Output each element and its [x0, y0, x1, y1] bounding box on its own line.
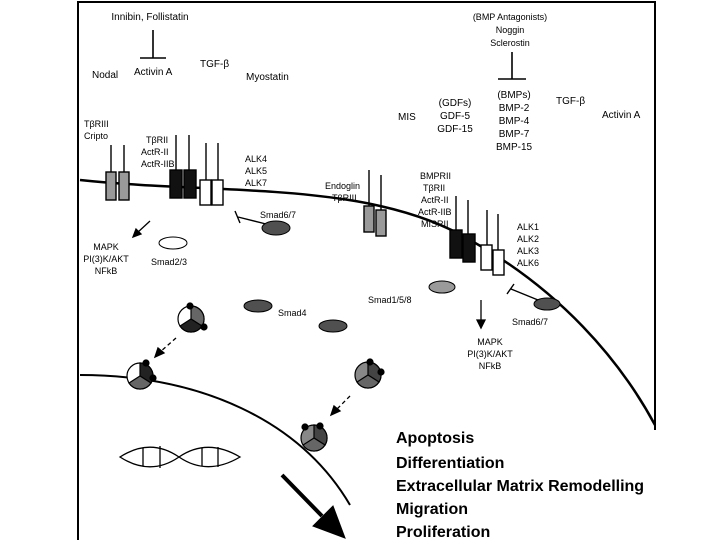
smad4-label: Smad4	[278, 308, 307, 318]
svg-text:TβRII: TβRII	[423, 183, 445, 193]
svg-text:TβRIII: TβRIII	[84, 119, 109, 129]
svg-text:MISRII: MISRII	[421, 219, 449, 229]
svg-text:BMP-4: BMP-4	[499, 116, 530, 127]
left-type1-receptor	[199, 143, 224, 206]
svg-text:NFkB: NFkB	[95, 266, 118, 276]
activin-inhibition-bar	[140, 30, 166, 59]
tgf-beta-right-label: TGF-β	[556, 96, 585, 107]
svg-text:MAPK: MAPK	[477, 337, 503, 347]
left-type1-labels: ALK4 ALK5 ALK7	[245, 154, 267, 188]
outcomes-list: Apoptosis Differentiation Extracellular …	[396, 430, 644, 540]
activin-a-right-label: Activin A	[602, 110, 641, 121]
svg-text:ALK3: ALK3	[517, 246, 539, 256]
smad-complex-at-nucleus	[126, 359, 157, 390]
right-type1-receptor	[480, 210, 505, 276]
outcome-item: Differentiation	[396, 455, 504, 472]
bmp-antagonists-header: (BMP Antagonists)	[473, 12, 547, 22]
figure-frame	[77, 1, 656, 540]
dashed-arrow-left	[153, 337, 177, 359]
svg-text:GDF-15: GDF-15	[437, 124, 473, 135]
nuclear-membrane	[79, 374, 351, 506]
svg-text:MAPK: MAPK	[93, 242, 119, 252]
svg-text:ActR-II: ActR-II	[421, 195, 449, 205]
svg-text:ActR-IIB: ActR-IIB	[141, 159, 175, 169]
outcome-item: Proliferation	[396, 524, 490, 540]
outcome-item: Migration	[396, 501, 468, 518]
left-mapk-labels: MAPK PI(3)K/AKT NFkB	[83, 242, 129, 276]
left-type2-receptor	[169, 135, 197, 199]
right-type2-labels: BMPRII TβRII ActR-II ActR-IIB MISRII	[418, 171, 452, 229]
svg-text:Cripto: Cripto	[84, 131, 108, 141]
right-type2-receptor	[449, 196, 476, 263]
smad23-label: Smad2/3	[151, 257, 187, 267]
left-smad67-ellipse	[261, 220, 291, 236]
svg-text:PI(3)K/AKT: PI(3)K/AKT	[467, 349, 513, 359]
left-smad67-label: Smad6/7	[260, 210, 296, 220]
left-coreceptor-labels: TβRIII Cripto	[84, 119, 109, 141]
svg-text:BMP-15: BMP-15	[496, 142, 533, 153]
nodal-label: Nodal	[92, 70, 118, 81]
svg-text:BMP-7: BMP-7	[499, 129, 530, 140]
outcome-item: Extracellular Matrix Remodelling	[396, 478, 644, 495]
right-smad67-ellipse	[533, 297, 561, 311]
svg-text:NFkB: NFkB	[479, 361, 502, 371]
dashed-arrow-right	[329, 395, 351, 417]
tgf-beta-left-label: TGF-β	[200, 59, 229, 70]
left-smad67-inhibition-bar	[234, 210, 267, 225]
smad158-ellipse	[428, 280, 456, 294]
svg-text:ALK1: ALK1	[517, 222, 539, 232]
right-smad67-label: Smad6/7	[512, 317, 548, 327]
right-mapk-labels: MAPK PI(3)K/AKT NFkB	[467, 337, 513, 371]
bmp-inhibition-bar	[498, 52, 526, 80]
svg-text:ALK2: ALK2	[517, 234, 539, 244]
svg-text:PI(3)K/AKT: PI(3)K/AKT	[83, 254, 129, 264]
right-coreceptor	[363, 170, 387, 237]
left-coreceptor	[105, 145, 130, 201]
right-type1-labels: ALK1 ALK2 ALK3 ALK6	[517, 222, 539, 268]
smad-complex-left	[177, 302, 208, 333]
svg-text:ALK6: ALK6	[517, 258, 539, 268]
myostatin-label: Myostatin	[246, 72, 289, 83]
activin-antagonists-label: Innibin, Follistatin	[111, 12, 188, 23]
svg-text:BMPRII: BMPRII	[420, 171, 451, 181]
left-type2-labels: TβRII ActR-II ActR-IIB	[141, 135, 175, 169]
svg-text:ALK5: ALK5	[245, 166, 267, 176]
dna-icon	[118, 446, 242, 468]
svg-text:ALK7: ALK7	[245, 178, 267, 188]
left-mapk-arrow	[131, 220, 151, 239]
outcome-item: Apoptosis	[396, 430, 474, 447]
smad4-ellipse	[318, 319, 348, 333]
svg-text:ALK4: ALK4	[245, 154, 267, 164]
smad158-label: Smad1/5/8	[368, 295, 412, 305]
sclerostin-label: Sclerostin	[490, 38, 530, 48]
svg-text:BMP-2: BMP-2	[499, 103, 530, 114]
bmp-list: (BMPs) BMP-2 BMP-4 BMP-7 BMP-15	[496, 90, 533, 153]
mis-label: MIS	[398, 112, 416, 123]
outcome-arrow	[280, 473, 346, 539]
svg-text:TβRIII: TβRIII	[332, 193, 357, 203]
svg-text:(BMPs): (BMPs)	[497, 90, 530, 101]
svg-text:ActR-IIB: ActR-IIB	[418, 207, 452, 217]
svg-text:(GDFs): (GDFs)	[439, 98, 472, 109]
smad-complex-nuclear	[300, 422, 328, 452]
right-mapk-arrow	[475, 300, 487, 330]
svg-text:TβRII: TβRII	[146, 135, 168, 145]
activin-a-left-label: Activin A	[134, 67, 173, 78]
right-coreceptor-labels: Endoglin TβRIII	[325, 181, 360, 203]
svg-text:ActR-II: ActR-II	[141, 147, 169, 157]
smad-complex-right	[354, 358, 385, 389]
smad23-ellipse	[158, 236, 188, 250]
right-smad67-inhibition-bar	[506, 283, 539, 301]
smad4-ellipse	[243, 299, 273, 313]
svg-text:Endoglin: Endoglin	[325, 181, 360, 191]
svg-text:GDF-5: GDF-5	[440, 111, 470, 122]
noggin-label: Noggin	[496, 25, 525, 35]
gdf-list: (GDFs) GDF-5 GDF-15	[437, 98, 473, 135]
